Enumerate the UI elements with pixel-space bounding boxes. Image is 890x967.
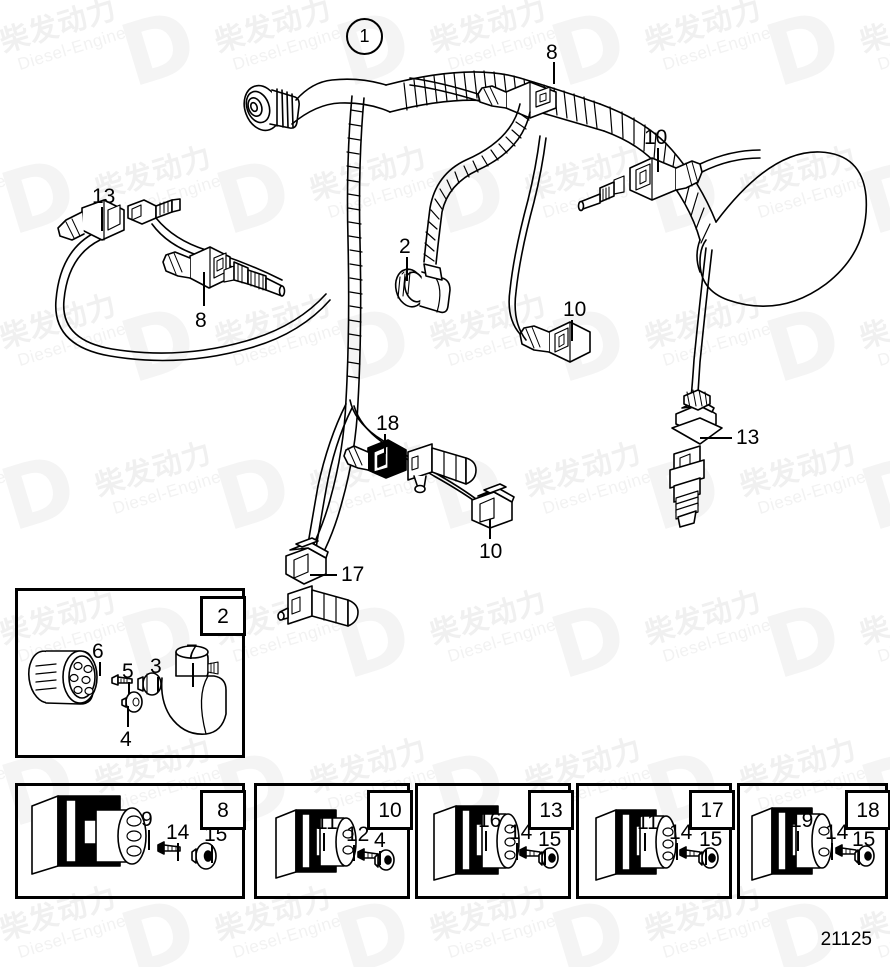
panel-13-tag: 13: [528, 790, 574, 830]
panel-2-leader-5-1: [128, 682, 130, 694]
panel-2-part-6-0: 6: [92, 640, 104, 663]
callout-8-0: 8: [546, 41, 558, 64]
panel-2-part-7-3: 7: [186, 641, 198, 664]
panel-8-leader-14-1: [177, 843, 179, 861]
callout-13-6: 13: [736, 426, 760, 449]
connector-17: [285, 537, 329, 585]
panel-10-leader-11-0: [323, 833, 325, 851]
panel-10-part-11-0: 11: [316, 811, 338, 834]
panel-8-art: [31, 795, 217, 875]
panel-17-leader-11-0: [644, 833, 646, 851]
panel-17-part-15-2: 15: [699, 828, 723, 851]
panel-18-leader-14-1: [831, 843, 833, 860]
panel-8: [15, 783, 245, 899]
panel-8-leader-9-0: [148, 830, 150, 850]
panel-13-art: [433, 805, 559, 881]
panel-17-tag: 17: [689, 790, 735, 830]
center-drop-branch: [301, 95, 365, 571]
panel-17-leader-15-2: [705, 850, 707, 865]
panel-2-art: [27, 645, 227, 735]
panel-10-art: [275, 809, 395, 879]
connector-13-right: [671, 389, 723, 445]
leader-line-13-6: [700, 437, 732, 439]
panel-10-part-4-2: 4: [374, 829, 386, 852]
callout-13-2: 13: [92, 185, 116, 208]
sensor-13-right: [669, 445, 705, 528]
callout-17-9: 17: [341, 563, 365, 586]
panel-18-part-19-0: 19: [790, 809, 814, 832]
connector-13-left: [57, 199, 125, 241]
panel-13-part-15-2: 15: [538, 828, 562, 851]
main-connector-body: [243, 84, 300, 132]
panel-8-part-14-1: 14: [166, 821, 190, 844]
leader-line-8-4: [203, 272, 205, 306]
panel-18-leader-15-2: [858, 850, 860, 865]
connector-10-low: [471, 483, 515, 529]
left-wire-loop: [55, 231, 331, 362]
panel-17-art: [595, 809, 719, 881]
panel-18: [737, 783, 888, 899]
panel-17-part-11-0: 11: [637, 811, 659, 834]
panel-13-leader-15-2: [544, 850, 546, 865]
panel-13-part-14-1: 14: [509, 821, 533, 844]
panel-2-part-4-4: 4: [120, 728, 132, 751]
panel-13-leader-14-1: [516, 843, 518, 860]
panel-2-part-3-2: 3: [150, 655, 162, 678]
sensor-center: [407, 443, 477, 494]
callout-10-8: 10: [479, 540, 503, 563]
panel-2-leader-3-2: [157, 677, 159, 692]
panel-18-part-14-1: 14: [825, 821, 849, 844]
connector-10-mid: [508, 135, 591, 363]
panel-18-leader-19-0: [797, 831, 799, 851]
panel-10-part-12-1: 12: [346, 823, 370, 846]
panel-18-art: [751, 807, 875, 881]
drawing-number: 21125: [820, 929, 872, 950]
panel-10-leader-4-2: [379, 851, 381, 865]
panel-13: [415, 783, 571, 899]
connector-10-upper-right: [577, 149, 761, 212]
panel-17: [576, 783, 732, 899]
panel-2-tag: 2: [200, 596, 246, 636]
leader-line-13-2: [101, 207, 103, 231]
leader-line-8-0: [553, 62, 555, 84]
callout-10-1: 10: [644, 126, 668, 149]
leader-line-17-9: [310, 574, 337, 576]
panel-2: [15, 588, 245, 758]
leader-line-10-8: [489, 519, 491, 539]
connector-8-left: [162, 246, 286, 297]
assembly-callout-1: 1: [346, 18, 383, 55]
panel-13-leader-16-0: [485, 831, 487, 851]
leader-line-18-7: [384, 434, 386, 454]
panel-8-tag: 8: [200, 790, 246, 830]
panel-8-leader-15-2: [211, 845, 213, 863]
callout-8-4: 8: [195, 309, 207, 332]
leader-line-10-5: [571, 320, 573, 341]
callout-18-7: 18: [376, 412, 400, 435]
callout-10-5: 10: [563, 298, 587, 321]
panel-10-leader-12-1: [353, 845, 355, 861]
connector-18: [343, 439, 407, 479]
panel-10: [254, 783, 410, 899]
panel-18-tag: 18: [845, 790, 890, 830]
panel-18-part-15-2: 15: [852, 828, 876, 851]
panel-2-leader-7-3: [192, 663, 194, 687]
panel-17-leader-14-1: [676, 843, 678, 860]
panel-17-part-14-1: 14: [669, 821, 693, 844]
assembly-callout-label: 1: [359, 26, 370, 46]
panel-13-part-16-0: 16: [478, 809, 502, 832]
callout-2-3: 2: [399, 235, 411, 258]
leader-line-2-3: [406, 257, 408, 281]
leader-line-10-1: [657, 148, 659, 172]
sensor-2-branch: [394, 103, 531, 314]
panel-2-part-5-1: 5: [122, 660, 134, 683]
panel-8-part-9-0: 9: [141, 808, 153, 831]
panel-2-leader-4-4: [127, 706, 129, 727]
connector-8-top: [409, 77, 557, 119]
panel-10-tag: 10: [367, 790, 413, 830]
sensor-17: [277, 585, 359, 627]
panel-2-leader-6-0: [99, 662, 101, 676]
